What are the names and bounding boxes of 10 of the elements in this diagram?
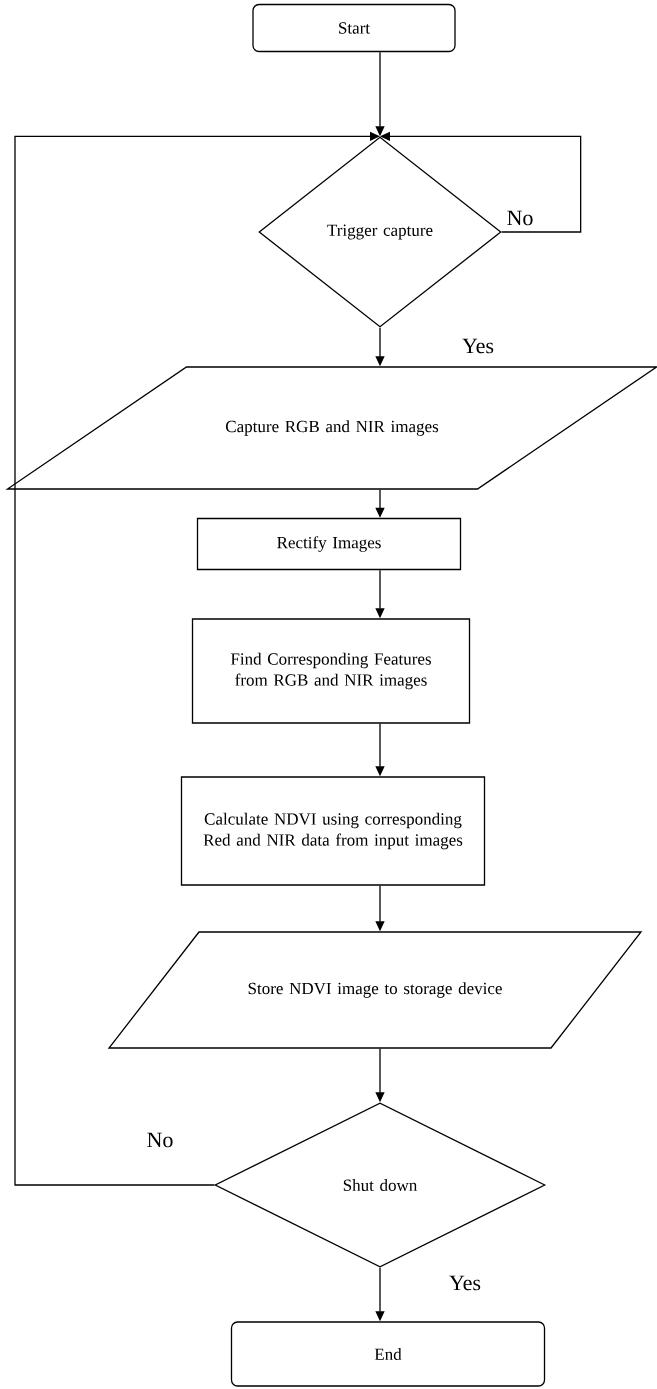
process-box: Find Corresponding Features from RGB and NIR images bbox=[191, 618, 471, 724]
arrow bbox=[14, 131, 380, 1186]
edge-label: Yes bbox=[448, 1274, 482, 1292]
edge-label: No bbox=[145, 1131, 175, 1149]
edge-label: Yes bbox=[461, 337, 495, 355]
process-box: Rectify Images bbox=[196, 517, 462, 571]
edge-label: No bbox=[505, 209, 535, 227]
terminal-box: End bbox=[230, 1321, 546, 1387]
terminal-box: Start bbox=[252, 3, 456, 53]
process-box: Calculate NDVI using corresponding Red and NIR data from input images bbox=[180, 776, 486, 886]
